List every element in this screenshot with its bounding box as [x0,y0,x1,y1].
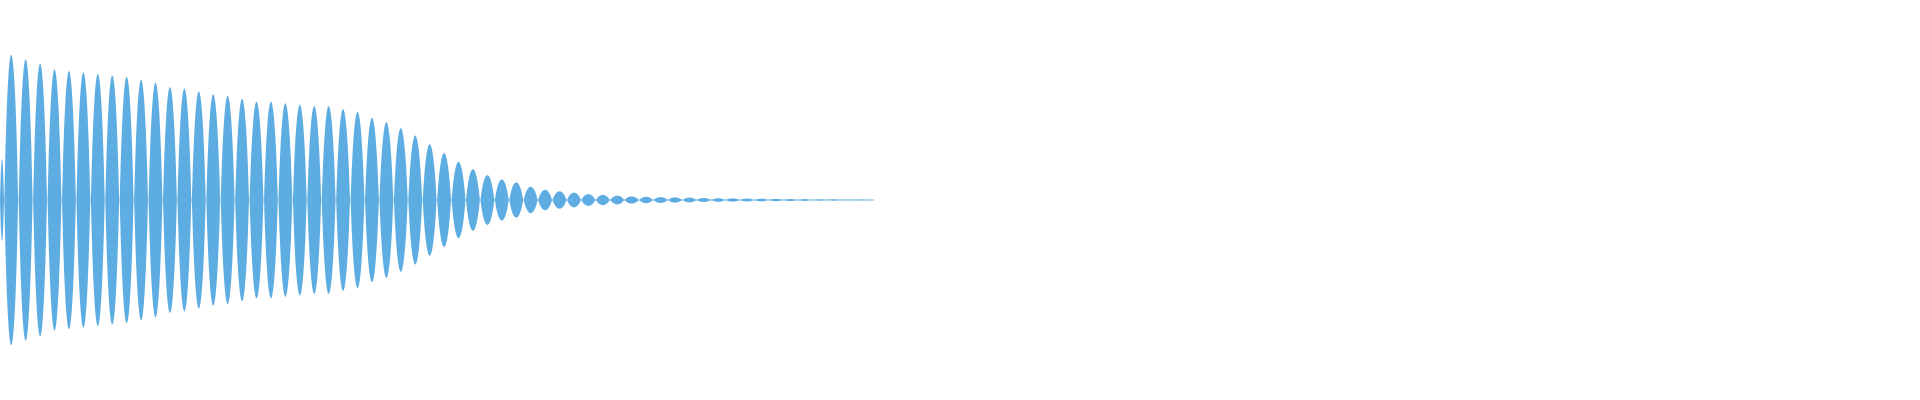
waveform-lobe [249,101,264,299]
waveform-lobe [682,197,697,203]
waveform-lobe [119,76,134,324]
waveform-lobe [740,198,755,202]
waveform-lobe [841,199,856,201]
waveform-lobe [451,161,466,239]
waveform-lobe [278,103,293,297]
waveform-lobe [595,194,610,206]
waveform-lobe [769,198,783,202]
waveform-lobe [408,135,423,265]
waveform-lobe [220,95,235,305]
waveform-lobe [754,198,769,202]
waveform-lobe [292,104,307,296]
waveform-lobe [105,75,120,325]
waveform-lobe [624,196,639,204]
waveform-lobe [653,197,668,203]
waveform-lobe [379,122,394,278]
waveform-lobe [668,197,682,203]
waveform-lobe [163,87,177,313]
waveform-lobe [365,117,379,283]
waveform-lobe [494,179,509,221]
waveform-lobe [826,199,841,201]
waveform-lobe [480,175,495,225]
waveform-lobe [466,169,480,231]
waveform-lobe [581,194,596,206]
waveform-lobe [235,98,249,302]
waveform-lobe [523,186,538,214]
waveform-lobe [264,101,278,299]
waveform-lobe [509,182,524,218]
waveform-lobe [725,198,740,202]
waveform-lobe [855,199,870,201]
waveform-lobe [33,63,47,337]
waveform-lobe [797,199,812,201]
waveform-lobe [422,144,437,256]
waveform-lobe [393,128,408,272]
waveform-lobe [76,72,91,328]
waveform-lobe [639,196,654,204]
waveform-lobe [18,59,33,341]
waveform-lobe [812,199,827,201]
waveform-lobe [610,195,625,205]
waveform-lobe [336,109,351,291]
waveform-lobe [177,88,192,312]
waveform-lobe [134,79,148,321]
waveform-lobe [350,112,365,288]
waveform-lobe [62,70,76,330]
waveform-lobe [4,54,19,346]
waveform-lobe [538,189,553,211]
waveform-lobe [206,94,221,306]
waveform-lobe [321,106,336,294]
waveform-lobe [552,191,567,209]
waveform-lobe [148,82,163,318]
waveform-lobe [783,198,798,202]
waveform-lobe [47,69,62,331]
waveform-lobe [437,153,452,247]
waveform-lobe [191,91,206,309]
waveform-lobe [711,198,726,202]
waveform-lobe [90,73,105,327]
waveform-lobe [0,158,4,242]
waveform-lobe [307,106,322,294]
waveform-lobe [696,197,711,203]
waveform-lobe [567,192,581,208]
